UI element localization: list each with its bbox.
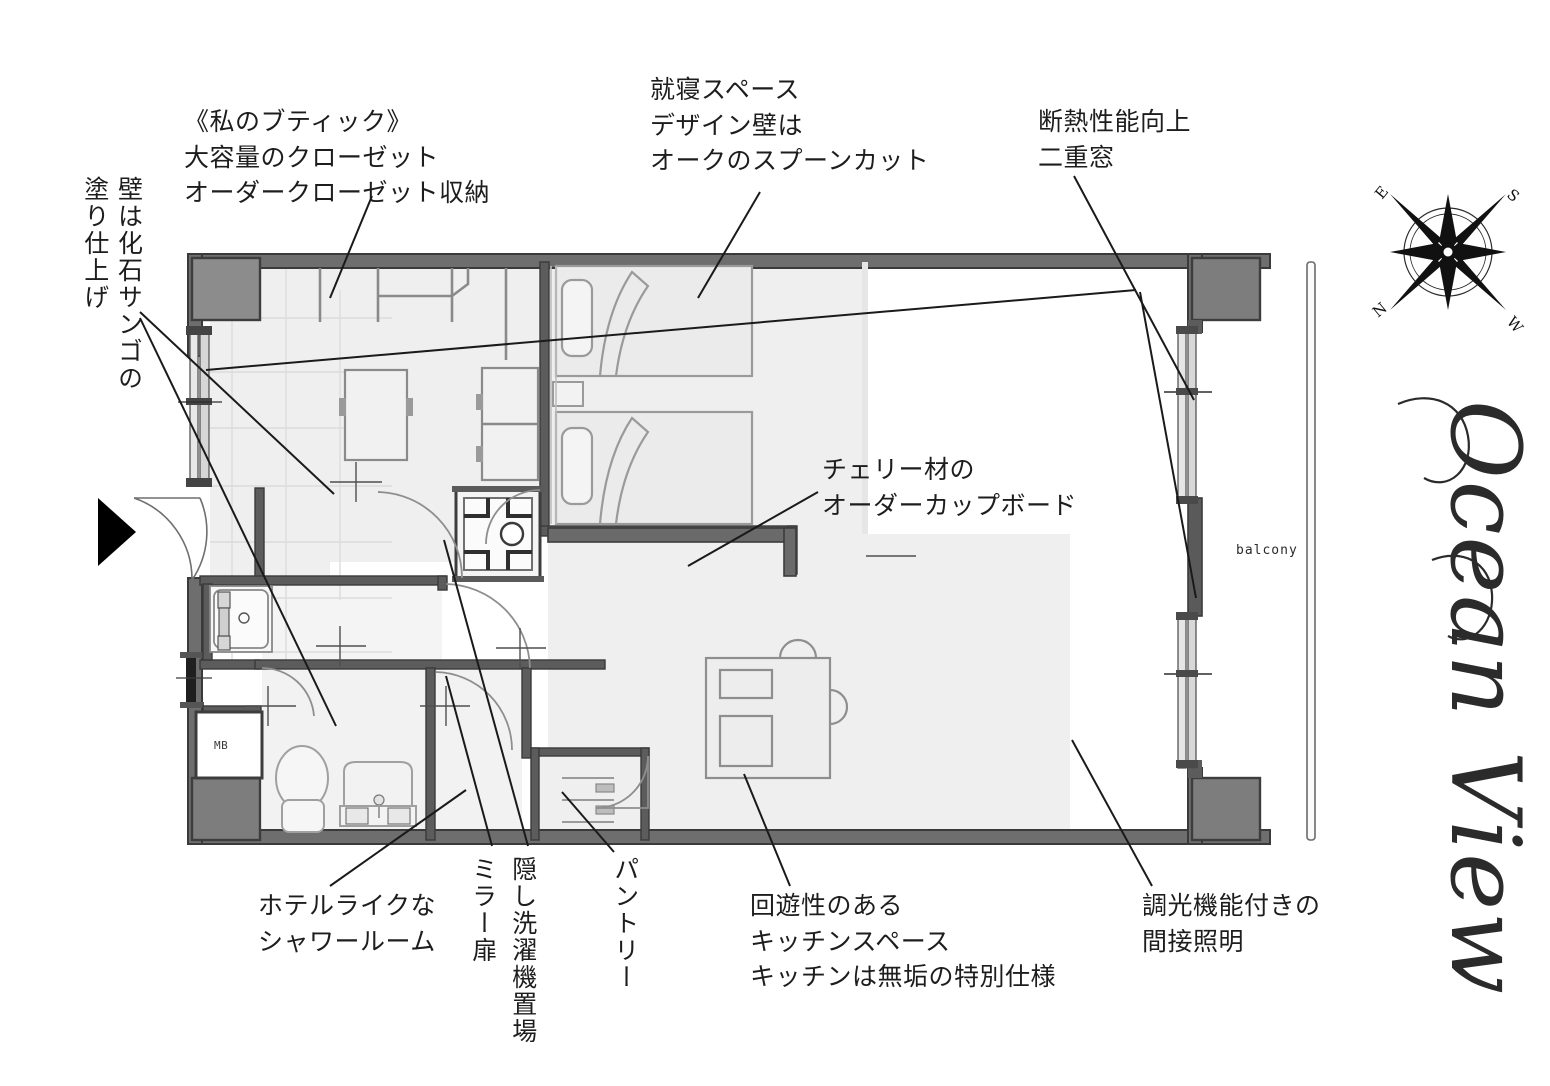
balcony-label: balcony [1236,543,1298,558]
annotation-boutique-closet: 《私のブティック》 大容量のクローゼット オーダークローゼット収納 [184,107,491,207]
annotation-pantry: パントリー [610,856,640,991]
leader-lines [139,175,1197,887]
annotation-wall-finish: 壁は化石サンゴの 塗り仕上げ [80,176,144,392]
entrance-door-swing [133,497,208,581]
svg-text:Ocean View: Ocean View [1429,400,1541,996]
meter-box [194,710,264,780]
annotation-mirror-door: ミラー扉 [468,856,498,964]
balcony-railing [1306,261,1316,841]
annotation-cherry-cupboard: チェリー材の オーダーカップボード [822,455,1078,520]
shower-counter [339,761,417,827]
left-window [178,326,222,487]
door-swings [261,489,649,809]
double-glazed-window-lower [1164,612,1212,769]
kitchen-island [704,638,849,780]
bedroom-feature-wall [550,266,557,524]
annotation-hidden-laundry: 隠し洗濯機置場 [508,856,538,1045]
meter-box-label: MB [214,739,229,752]
bed-upper [554,264,754,378]
annotation-kitchen-space: 回遊性のある キッチンスペース キッチンは無垢の特別仕様 [750,891,1057,991]
closet-fittings [318,268,540,482]
bedroom-right-edge [862,262,868,534]
annotation-indirect-lighting: 調光機能付きの 間接照明 [1142,891,1321,956]
vanity-basin [209,585,273,653]
double-glazed-window-upper [1164,326,1212,504]
washroom-window [176,652,212,708]
sliding-door-marks [246,462,916,726]
annotation-double-window: 断熱性能向上 二重窓 [1038,107,1192,172]
annotation-sleeping-space: 就寝スペース デザイン壁は オークのスプーンカット [650,75,930,175]
cherry-cupboard [547,527,797,577]
ocean-view-logo: Ocean View [1397,397,1541,996]
entrance-arrow-icon [98,498,136,566]
annotation-shower-room: ホテルライクな シャワールーム [258,891,437,956]
structural-pillars [190,256,1262,842]
toilet-fixture [275,745,329,833]
bedside-table [552,381,584,407]
